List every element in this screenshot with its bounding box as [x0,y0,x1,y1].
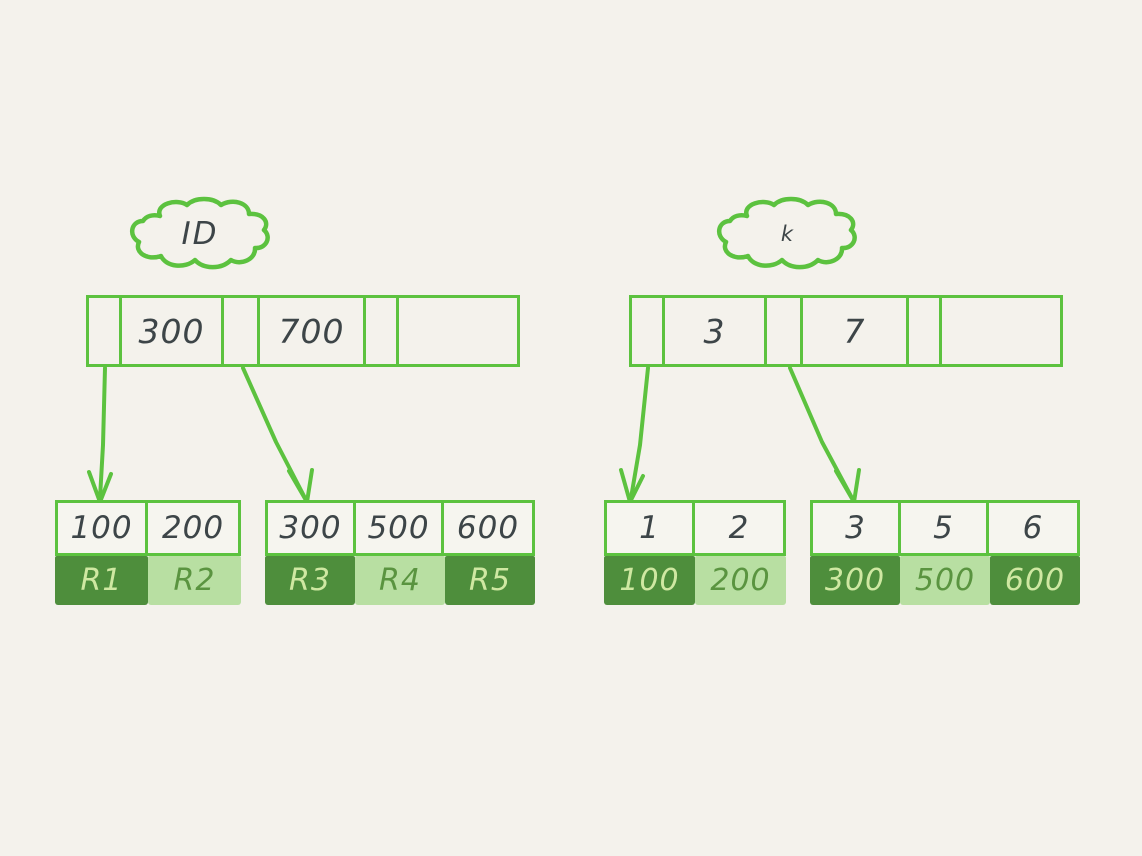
root-id-key-700[interactable]: 700 [260,298,366,364]
root-k-pointer-0[interactable] [632,298,665,364]
leaf-id-1-values: R1 R2 [55,556,241,605]
leaf-k-1-key-0[interactable]: 1 [607,503,696,553]
root-id-key-300[interactable]: 300 [122,298,224,364]
leaf-id-2-key-1[interactable]: 500 [356,503,445,553]
arrow-k-root-to-leaf-1 [619,366,650,504]
leaf-id-1-key-1[interactable]: 200 [148,503,238,553]
cloud-label-id: ID [125,196,275,272]
root-id-empty-cell[interactable] [399,298,517,364]
leaf-id-1-value-0[interactable]: R1 [55,556,148,605]
leaf-id-1-keys: 100 200 [55,500,241,556]
leaf-node-id-2[interactable]: 300 500 600 R3 R4 R5 [265,500,535,605]
leaf-id-2-key-0[interactable]: 300 [268,503,357,553]
root-id-pointer-2[interactable] [366,298,399,364]
root-k-key-3[interactable]: 3 [665,298,767,364]
leaf-id-2-keys: 300 500 600 [265,500,535,556]
leaf-k-1-value-0[interactable]: 100 [604,556,695,605]
root-id-pointer-1[interactable] [224,298,260,364]
root-k-key-7[interactable]: 7 [803,298,909,364]
arrow-id-root-to-leaf-2 [241,366,314,504]
leaf-node-id-1[interactable]: 100 200 R1 R2 [55,500,241,605]
arrow-k-root-to-leaf-2 [788,366,861,504]
arrow-id-root-to-leaf-1 [87,366,113,504]
leaf-node-k-1[interactable]: 1 2 100 200 [604,500,786,605]
leaf-id-2-values: R3 R4 R5 [265,556,535,605]
leaf-k-2-values: 300 500 600 [810,556,1080,605]
leaf-k-2-key-2[interactable]: 6 [989,503,1077,553]
root-node-k[interactable]: 3 7 [629,295,1063,367]
cloud-label-k: k [712,196,862,272]
root-k-empty-cell[interactable] [942,298,1060,364]
leaf-id-2-value-2[interactable]: R5 [445,556,535,605]
leaf-k-1-value-1[interactable]: 200 [695,556,786,605]
cloud-shape-icon [717,196,857,270]
leaf-k-1-values: 100 200 [604,556,786,605]
leaf-k-1-keys: 1 2 [604,500,786,556]
root-k-pointer-2[interactable] [909,298,942,364]
leaf-k-2-value-2[interactable]: 600 [990,556,1080,605]
root-k-pointer-1[interactable] [767,298,803,364]
leaf-k-2-value-1[interactable]: 500 [900,556,990,605]
leaf-node-k-2[interactable]: 3 5 6 300 500 600 [810,500,1080,605]
leaf-id-2-value-1[interactable]: R4 [355,556,445,605]
root-node-id[interactable]: 300 700 [86,295,520,367]
root-id-pointer-0[interactable] [89,298,122,364]
cloud-shape-icon [130,196,270,270]
leaf-id-1-key-0[interactable]: 100 [58,503,149,553]
leaf-k-2-key-0[interactable]: 3 [813,503,902,553]
leaf-k-2-keys: 3 5 6 [810,500,1080,556]
leaf-id-1-value-1[interactable]: R2 [148,556,241,605]
leaf-k-2-value-0[interactable]: 300 [810,556,900,605]
leaf-k-2-key-1[interactable]: 5 [901,503,990,553]
leaf-k-1-key-1[interactable]: 2 [695,503,783,553]
leaf-id-2-value-0[interactable]: R3 [265,556,355,605]
leaf-id-2-key-2[interactable]: 600 [444,503,532,553]
